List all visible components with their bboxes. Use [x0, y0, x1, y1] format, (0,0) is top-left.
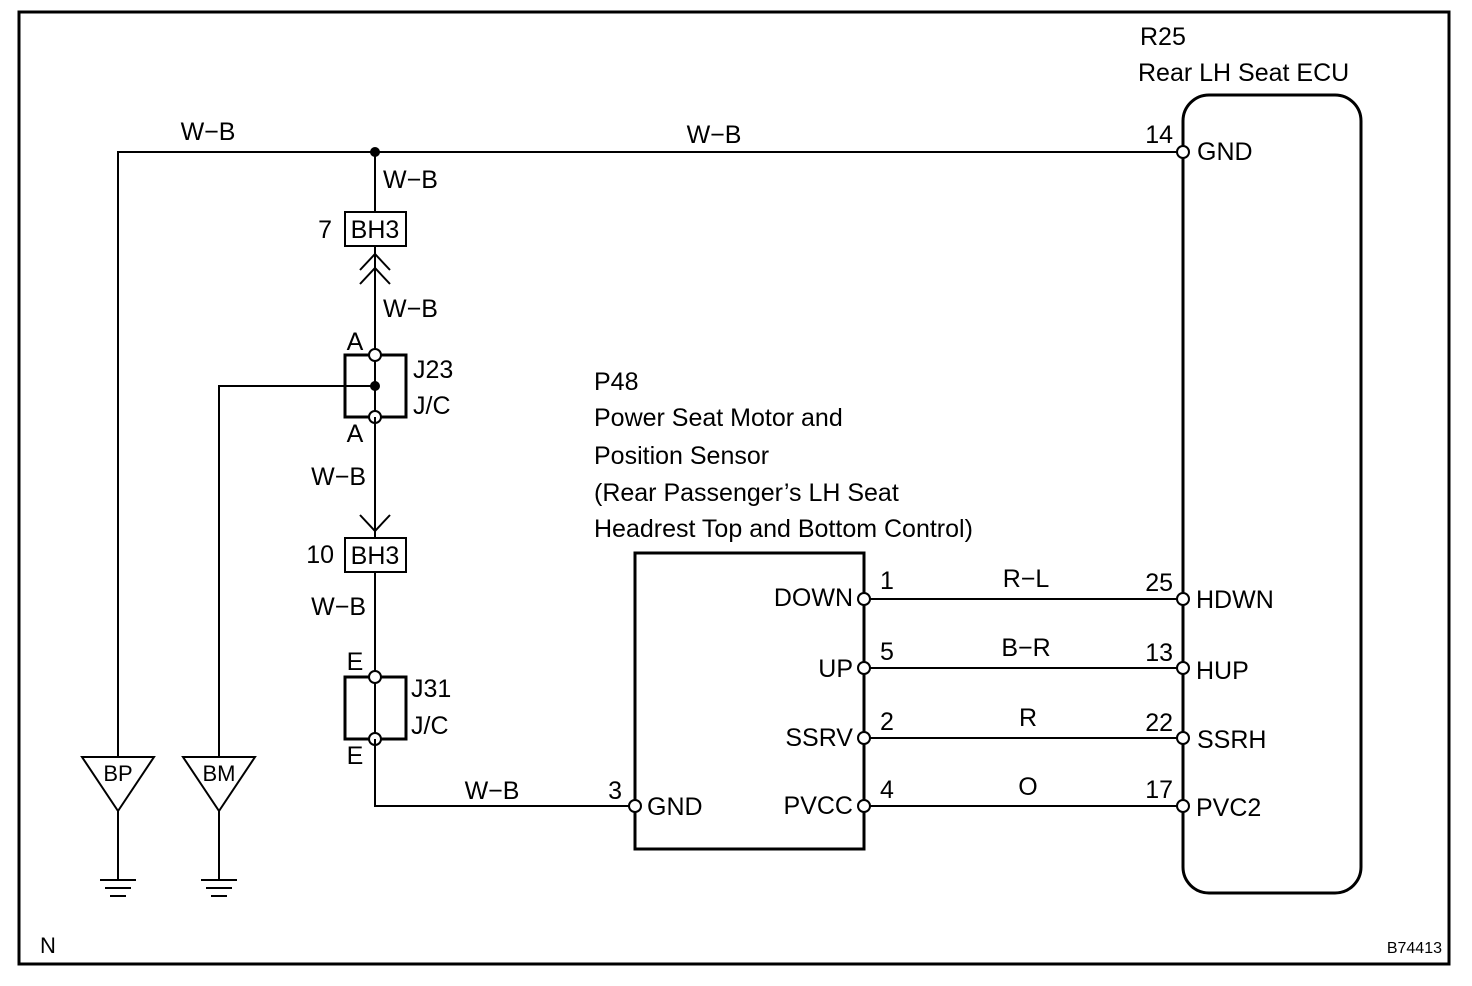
motor-name-line-4: Headrest Top and Bottom Control) — [594, 515, 973, 543]
motor-pin-gnd-number: 3 — [608, 777, 622, 805]
junction-j31-code: J31 — [411, 675, 451, 703]
wire-color-branch: W−B — [383, 166, 438, 194]
corner-label: N — [40, 933, 56, 958]
motor-terminal-down — [857, 592, 871, 606]
ecu-pin-ssrh-number: 22 — [1145, 709, 1173, 737]
wire-color-up: B−R — [1001, 634, 1050, 662]
ecu-code: R25 — [1140, 23, 1186, 51]
junction-j31-type: J/C — [411, 712, 449, 740]
motor-terminal-ssrv — [857, 731, 871, 745]
motor-pin-pvcc-number: 4 — [880, 776, 894, 804]
ground-bp-triangle — [80, 756, 156, 813]
wire-color-top-main: W−B — [687, 121, 742, 149]
connector-bh3-top — [344, 211, 407, 247]
ecu-pin-hdwn-label: HDWN — [1196, 586, 1274, 614]
ecu-box — [1181, 93, 1363, 895]
ecu-pin-ssrh-label: SSRH — [1197, 726, 1266, 754]
junction-j23-type: J/C — [413, 392, 451, 420]
ecu-pin-hdwn-number: 25 — [1145, 569, 1173, 597]
connector-bh3-top-label: BH3 — [351, 216, 400, 244]
motor-terminal-pvcc — [857, 799, 871, 813]
motor-pin-ssrv-label: SSRV — [785, 724, 853, 752]
wire-color-top-left: W−B — [181, 118, 236, 146]
ground-point-bm: BM — [181, 756, 257, 897]
wire-j31-to-p48-gnd — [374, 739, 635, 807]
ecu-pin-hup-number: 13 — [1145, 639, 1173, 667]
junction-j23-terminal-top — [368, 348, 382, 362]
ground-point-bp: BP — [80, 756, 156, 897]
motor-name-line-3: (Rear Passenger’s LH Seat — [594, 479, 899, 507]
motor-name-line-1: Power Seat Motor and — [594, 404, 843, 432]
ecu-pin-gnd-number: 14 — [1145, 121, 1173, 149]
connector-bh3-bottom-pin: 10 — [306, 541, 334, 569]
diagram-frame — [17, 10, 1451, 966]
junction-j23-pin-top: A — [347, 328, 364, 356]
ecu-pin-gnd-label: GND — [1197, 138, 1253, 166]
motor-terminal-up — [857, 661, 871, 675]
ecu-terminal-hdwn — [1176, 592, 1190, 606]
connector-bh3-bottom — [344, 537, 407, 573]
connector-bh3-bottom-label: BH3 — [351, 542, 400, 570]
wire-color-bh3-j23: W−B — [383, 295, 438, 323]
motor-pin-up-label: UP — [818, 655, 853, 683]
motor-pin-up-number: 5 — [880, 638, 894, 666]
wire-color-j23-bh3: W−B — [311, 463, 366, 491]
junction-j23-code: J23 — [413, 356, 453, 384]
wire-top-ground — [117, 151, 1183, 757]
ecu-terminal-gnd — [1176, 145, 1190, 159]
motor-box — [633, 551, 866, 851]
junction-j31-pin-top: E — [347, 648, 364, 676]
motor-pin-ssrv-number: 2 — [880, 708, 894, 736]
ecu-terminal-pvc2 — [1176, 799, 1190, 813]
ground-bm-triangle — [181, 756, 257, 813]
ecu-pin-hup-label: HUP — [1196, 657, 1249, 685]
wire-color-j31-p48: W−B — [465, 777, 520, 805]
ecu-terminal-hup — [1176, 661, 1190, 675]
connector-bh3-bottom-chevron — [359, 514, 391, 533]
wire-color-down: R−L — [1003, 565, 1050, 593]
wire-color-ssrv: R — [1019, 704, 1037, 732]
wire-color-pvcc: O — [1018, 773, 1037, 801]
junction-j31-pin-bottom: E — [347, 742, 364, 770]
figure-code: B74413 — [1387, 940, 1442, 957]
motor-terminal-gnd — [628, 799, 642, 813]
connector-bh3-top-pin: 7 — [318, 216, 332, 244]
motor-name-line-2: Position Sensor — [594, 442, 769, 470]
motor-pin-down-label: DOWN — [774, 584, 853, 612]
wire-j23-to-bm — [218, 385, 375, 757]
motor-pin-gnd-label: GND — [647, 793, 703, 821]
ground-bm-label: BM — [203, 761, 236, 786]
ecu-pin-pvc2-label: PVC2 — [1196, 794, 1261, 822]
ecu-pin-pvc2-number: 17 — [1145, 776, 1173, 804]
ecu-name: Rear LH Seat ECU — [1138, 59, 1349, 87]
motor-pin-down-number: 1 — [880, 567, 894, 595]
ecu-terminal-ssrh — [1176, 731, 1190, 745]
junction-j23-pin-bottom: A — [347, 420, 364, 448]
ground-bp-label: BP — [103, 761, 132, 786]
wire-color-bh3-j31: W−B — [311, 593, 366, 621]
motor-code: P48 — [594, 368, 638, 396]
motor-pin-pvcc-label: PVCC — [784, 792, 853, 820]
junction-j31-terminal-top — [368, 670, 382, 684]
